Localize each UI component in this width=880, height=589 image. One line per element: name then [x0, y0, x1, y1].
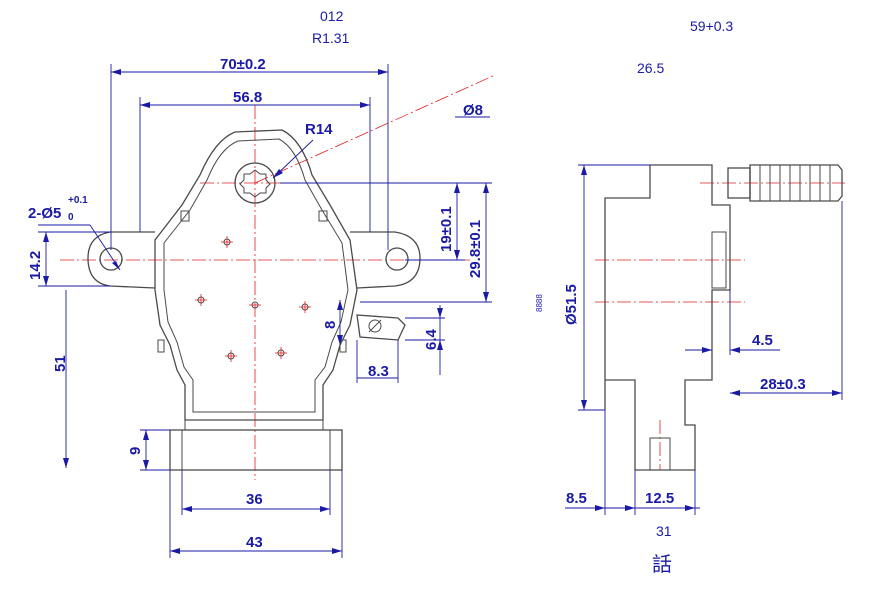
dim-shaft-dia: Ø8 — [463, 102, 483, 119]
motor-housing-outline — [154, 129, 358, 421]
side-shaft — [727, 164, 843, 202]
dim-hole-spacing: 56.8 — [233, 89, 262, 106]
note-top-radius: R1.31 — [312, 30, 350, 46]
dim-holes: 2-Ø5 — [28, 205, 61, 222]
dim-shaft-to-base: 29.8±0.1 — [467, 220, 484, 278]
dim-terminal-8-3: 8.3 — [368, 363, 389, 380]
front-view: 70±0.2 56.8 R14 Ø8 2-Ø5 +0.1 0 14.2 19±0… — [27, 56, 496, 558]
dim-shaft-radius: R14 — [305, 121, 333, 138]
dim-shaft-offset: 19±0.1 — [438, 206, 455, 252]
dim-ear-height: 14.2 — [27, 251, 44, 280]
dim-shaft-step: 4.5 — [752, 332, 773, 349]
front-dimensions — [38, 64, 492, 558]
note-bottom-char: 話 — [652, 552, 672, 576]
dim-body-dia: Ø51.5 — [563, 284, 580, 325]
dim-base-height: 9 — [127, 447, 144, 455]
rivets — [195, 236, 311, 362]
shaft-boss — [234, 162, 276, 204]
terminal — [356, 314, 406, 341]
motor-housing-inner — [163, 138, 349, 413]
dim-terminal-6-4: 6.4 — [423, 328, 440, 350]
lower-left-tab — [157, 339, 165, 353]
dim-shaft-length: 28±0.3 — [760, 376, 806, 393]
shaft-diagonal-centerline — [254, 74, 496, 184]
motor-base — [169, 429, 343, 471]
dim-depth-right: 12.5 — [645, 490, 674, 507]
note-mid-right-dim: 26.5 — [637, 60, 664, 76]
side-base-slot — [649, 437, 671, 471]
note-tiny-marks: 8888 — [535, 294, 544, 312]
side-bearing — [711, 231, 727, 289]
left-tab — [180, 210, 190, 222]
side-view: Ø51.5 4.5 28±0.3 8.5 12.5 — [563, 164, 845, 515]
right-mounting-ear — [350, 231, 421, 289]
lower-right-tab — [339, 339, 347, 353]
note-bottom-dim: 31 — [656, 523, 672, 539]
dim-width-overall: 70±0.2 — [220, 56, 266, 73]
dim-hole-tol-lower: 0 — [68, 212, 74, 223]
dim-depth-left: 8.5 — [566, 490, 587, 507]
dim-base-inner: 36 — [246, 491, 263, 508]
left-mounting-ear — [87, 231, 156, 289]
side-dimensions — [565, 164, 843, 515]
shaft-spline-icon — [239, 169, 271, 198]
note-top-right-dim: 59+0.3 — [690, 18, 733, 34]
side-body-outline — [604, 164, 731, 471]
dim-hole-tol-upper: +0.1 — [68, 195, 88, 206]
right-mount-hole — [385, 247, 409, 271]
left-mount-hole — [99, 247, 123, 271]
dim-total-height: 51 — [52, 355, 69, 372]
dim-terminal-8: 8 — [322, 321, 339, 329]
dim-base-outer: 43 — [246, 534, 263, 551]
right-tab — [318, 210, 328, 222]
note-top-code: 012 — [320, 8, 344, 24]
